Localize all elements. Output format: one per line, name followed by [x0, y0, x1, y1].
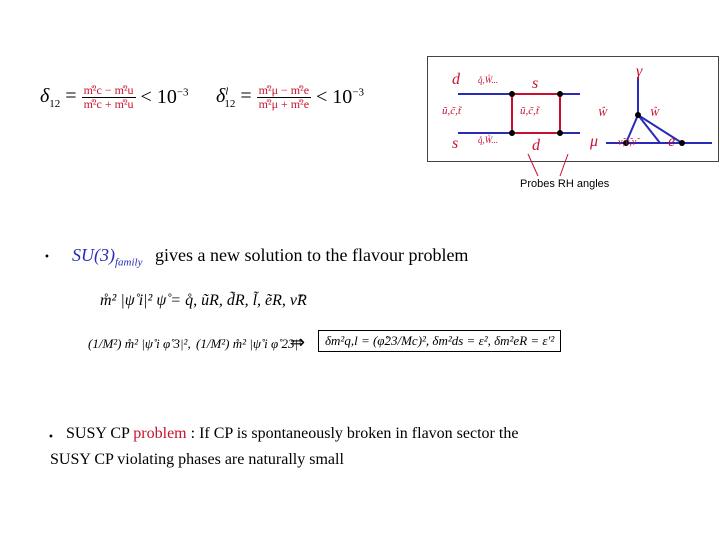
label-gamma: γ	[636, 63, 643, 80]
bullet-2-rest: : If CP is spontaneously broken in flavo…	[190, 425, 519, 442]
su3-sub: family	[115, 256, 143, 269]
caption-arrow-right	[559, 153, 569, 177]
label-s-top: s	[532, 75, 539, 92]
label-mu: μ	[590, 133, 599, 150]
label-d-bottom: d	[532, 137, 540, 154]
implies-arrow: ⇒	[290, 332, 306, 352]
formula-delta12-l-num: m̊²μ − m̊²e	[256, 83, 312, 98]
equation-line-1: m̊² |ψ̊ i|² ψ̊ = q̊, ũR, d̃R, l̃, ẽR, ν̃…	[100, 292, 307, 309]
label-w-left: Ŵ	[598, 107, 608, 119]
formula-delta12-l-lhs: δl12 =	[216, 84, 257, 110]
penguin-vertex-left	[623, 140, 629, 146]
label-d-top: d	[452, 71, 460, 88]
penguin-vertex-top	[635, 112, 641, 118]
formula-delta12-l-fraction: m̊²μ − m̊²e m̊²μ + m̊²e	[256, 83, 312, 111]
formula-delta12-lhs: δ12 =	[40, 84, 82, 110]
label-left-mid: ũ,c̃,t̃	[442, 105, 461, 117]
bullet-2-line-1: SUSY CP problem : If CP is spontaneously…	[66, 425, 518, 443]
label-w-right: Ŵ	[650, 107, 660, 119]
penguin-vertex-right	[679, 140, 685, 146]
feynman-diagram-box: d s s d q̊,W̊... q̊,W̊... ũ,c̃,t̃ ũ,c̃,t…	[427, 56, 719, 162]
bullet-1: •	[44, 252, 50, 263]
box-vertex-tl	[509, 91, 515, 97]
box-vertex-tr	[557, 91, 563, 97]
caption-arrow-left	[527, 153, 539, 177]
penguin-left-w-line	[625, 114, 639, 144]
formula-delta12-l-rel: < 10−3	[316, 85, 365, 108]
label-e: e	[668, 133, 676, 150]
caption-arrows	[527, 153, 569, 177]
formula-delta12: δ12 = m̊²c − m̊²u m̊²c + m̊²u < 10−3	[40, 84, 189, 110]
label-right-mid: ũ,c̃,t̃	[520, 105, 539, 117]
label-bottom-mid: q̊,W̊...	[478, 135, 499, 145]
penguin-right-w-line	[637, 114, 683, 144]
boxed-equation: δm²q,l = (φ̊23/Mc)², δm²ds = ε², δm²eR =…	[318, 330, 562, 352]
formula-delta12-l-den: m̊²μ + m̊²e	[258, 96, 310, 111]
bullet-1-line: SU(3)family gives a new solution to the …	[72, 245, 468, 269]
label-top-mid: q̊,W̊...	[478, 75, 499, 85]
formula-delta12-den: m̊²c + m̊²u	[83, 96, 134, 111]
bullet-1-text: gives a new solution to the flavour prob…	[155, 245, 469, 265]
feynman-diagram-svg	[458, 77, 712, 146]
formula-delta12-l: δl12 = m̊²μ − m̊²e m̊²μ + m̊²e < 10−3	[216, 84, 364, 110]
bullet-2-highlight: problem	[133, 425, 187, 442]
formula-delta12-rel: < 10−3	[140, 85, 189, 108]
penguin-right-w-line-a	[637, 114, 661, 144]
equation-line-2-a: (1/M²) m̊² |ψ̊ i φ̊ 3|²,	[88, 336, 191, 351]
formula-delta12-num: m̊²c − m̊²u	[81, 83, 136, 98]
diagram-caption: Probes RH angles	[520, 178, 610, 190]
bullet-2: •	[48, 432, 54, 443]
box-vertex-br	[557, 130, 563, 136]
box-vertex-bl	[509, 130, 515, 136]
label-bottom-loop: ν̃,ν̃,ν̃	[618, 137, 637, 148]
bullet-2-prefix: SUSY CP	[66, 425, 130, 442]
bullet-2-line-2: SUSY CP violating phases are naturally s…	[50, 451, 344, 468]
equation-line-2-b: (1/M²) m̊² |ψ̊ i φ̊ 23|²	[196, 336, 302, 351]
su3-label: SU(3)	[72, 245, 115, 265]
formula-delta12-fraction: m̊²c − m̊²u m̊²c + m̊²u	[81, 83, 136, 111]
label-s-bottom: s	[452, 135, 459, 152]
